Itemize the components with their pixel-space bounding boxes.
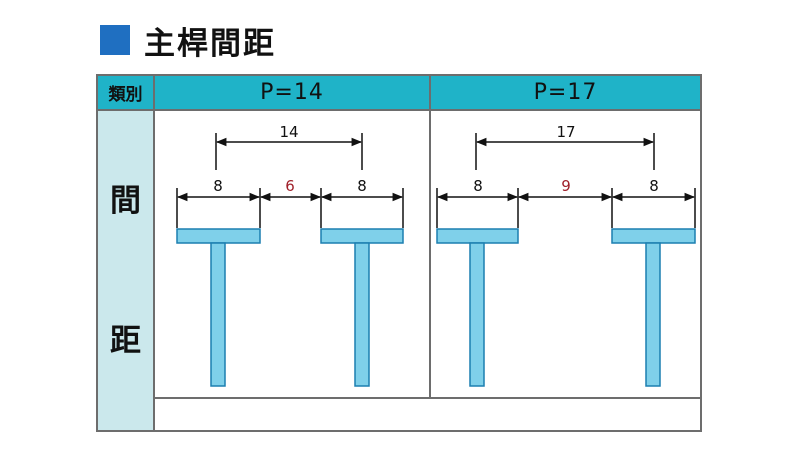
square-bullet-icon	[100, 25, 130, 55]
title-row: 主桿間距	[100, 14, 276, 66]
spacing-table: 類別 P=14 P=17 間 距	[96, 74, 702, 432]
t-beam-left-p14	[176, 228, 261, 387]
total-value-p17: 17	[556, 123, 575, 141]
right-flange-value-p17: 8	[649, 177, 659, 195]
gap-value-p14: 6	[285, 177, 295, 195]
side-char-top: 間	[110, 183, 141, 219]
column-label-p17: P=17	[533, 80, 598, 105]
gap-value-p17: 9	[561, 177, 571, 195]
t-beam-left-p17	[436, 228, 519, 387]
column-header-p17: P=17	[431, 76, 700, 111]
category-header-cell: 類別	[98, 76, 155, 111]
left-flange-value-p14: 8	[213, 177, 223, 195]
left-flange-value-p17: 8	[473, 177, 483, 195]
right-flange-value-p14: 8	[357, 177, 367, 195]
diagram-cell-p14	[155, 111, 431, 399]
column-header-p14: P=14	[155, 76, 431, 111]
t-beam-right-p17	[611, 228, 696, 387]
diagram-cell-p17	[431, 111, 700, 399]
total-value-p14: 14	[279, 123, 298, 141]
side-label-cell: 間 距	[98, 111, 155, 430]
column-label-p14: P=14	[260, 80, 324, 105]
side-char-bottom: 距	[110, 323, 141, 359]
page-title: 主桿間距	[144, 25, 276, 62]
category-label: 類別	[108, 85, 143, 105]
t-beam-right-p14	[320, 228, 404, 387]
